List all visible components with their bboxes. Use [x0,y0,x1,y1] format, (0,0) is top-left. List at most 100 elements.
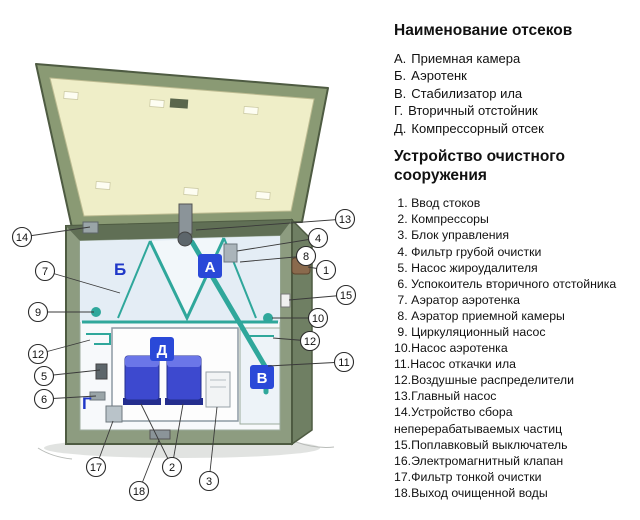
compressor-compartment [111,327,239,422]
compartment-key: А. [394,50,407,66]
compartments-list: А.Приемная камера Б.Аэротенк В.Стабилиза… [394,50,638,138]
device-num: 17. [394,469,412,484]
compartment-label: Аэротенк [411,68,467,84]
callout-4: 4 [236,227,329,252]
compartment-key: Г. [394,103,404,119]
device-label: Воздушные распределители [411,373,574,388]
device-item-4: 4. Фильтр грубой очистки [394,244,638,260]
letter-b: Б [114,260,126,279]
callout-1: 1 [307,259,337,281]
device-label: Поплавковый выключатель [411,437,568,452]
compressor-2 [165,355,203,405]
tank-lid [35,63,329,229]
device-label: Выход очищенной воды [411,485,548,500]
svg-text:15: 15 [340,290,352,302]
coarse-filter [223,243,238,263]
device-label: Электромагнитный клапан [411,453,564,468]
svg-text:12: 12 [304,336,316,348]
callout-6: 6 [33,388,97,410]
device-label: Успокоитель вторичного отстойника [411,276,617,291]
compressor-1 [123,355,161,405]
svg-text:11: 11 [338,357,349,369]
callout-18: 18 [128,439,160,502]
lid-interior [49,77,315,217]
device-num: 15. [394,437,412,452]
svg-text:7: 7 [42,266,48,278]
device-num: 10. [394,341,412,356]
aerator-left [117,240,151,319]
device-label: Циркуляционный насос [411,324,546,339]
device-item-13: 13.Главный насос [394,388,638,404]
svg-text:А: А [205,259,216,276]
device-num: 13. [394,389,412,404]
legend: Наименование отсеков А.Приемная камера Б… [394,22,638,501]
air-distributor-left [86,333,111,345]
svg-text:9: 9 [35,307,41,319]
callout-11: 11 [267,351,355,373]
grease-pump [95,363,108,380]
device-item-6: 6. Успокоитель вторичного отстойника [394,276,638,292]
device-label: Блок управления [411,228,510,243]
callout-3: 3 [198,406,220,492]
device-title: Устройство очистного сооружения [394,148,566,185]
compartment-label: Приемная камера [411,50,521,66]
device-num: 1. [394,196,412,211]
device-label: Главный насос [411,389,497,404]
callout-15: 15 [288,284,357,306]
device-item-15: 15.Поплавковый выключатель [394,437,638,453]
callout-10: 10 [272,307,329,329]
device-num: 5. [394,260,412,275]
device-item-17: 17.Фильтр тонкой очистки [394,469,638,485]
callout-13: 13 [195,208,356,231]
device-num: 9. [394,324,412,339]
compartment-label: Компрессорный отсек [411,120,544,136]
device-label: Аэратор аэротенка [411,292,520,307]
device-label: Компрессоры [411,212,489,227]
device-item-18: 18.Выход очищенной воды [394,485,638,501]
device-item-1: 1. Ввод стоков [394,195,638,211]
device-item-12: 12.Воздушные распределители [394,372,638,388]
compartment-label: Стабилизатор ила [411,85,523,101]
svg-text:1: 1 [323,265,329,277]
letter-a-chip: А [198,254,222,278]
water-outlet [149,429,171,440]
device-num: 16. [394,453,412,468]
device-label: Аэратор приемной камеры [411,308,565,323]
circulation-pump [91,307,101,317]
callout-7: 7 [34,260,121,294]
device-num: 3. [394,228,412,243]
aerotank-pump [263,313,273,323]
callout-12-left: 12 [27,339,91,365]
device-label: Устройство сбора неперерабатываемых част… [394,405,563,436]
svg-text:5: 5 [41,371,47,383]
compartment-item-b: Б.Аэротенк [394,67,638,85]
debris-collector [82,221,99,234]
lid-handle-slot [169,98,189,109]
compartment-item-d: Д.Компрессорный отсек [394,120,638,138]
compartment-key: Б. [394,68,407,84]
device-label: Фильтр грубой очистки [411,244,542,259]
device-label: Насос жироудалителя [411,260,538,275]
svg-text:6: 6 [41,394,47,406]
compartment-key: В. [394,85,407,101]
svg-text:8: 8 [303,251,309,263]
compartment-label: Вторичный отстойник [408,103,538,119]
svg-text:2: 2 [169,462,175,474]
device-item-3: 3. Блок управления [394,227,638,243]
main-pump [177,203,193,247]
device-num: 4. [394,244,412,259]
device-item-11: 11.Насос откачки ила [394,356,638,372]
svg-text:14: 14 [16,232,28,244]
callouts: 14 7 9 12 5 [11,208,357,502]
device-item-10: 10.Насос аэротенка [394,340,638,356]
compartment-key: Д. [394,120,407,136]
device-item-8: 8. Аэратор приемной камеры [394,308,638,324]
device-num: 7. [394,292,412,307]
callout-14: 14 [11,226,91,248]
device-num: 8. [394,308,412,323]
compartment-item-v: В.Стабилизатор ила [394,85,638,103]
device-num: 6. [394,276,412,291]
device-num: 14. [394,405,412,420]
